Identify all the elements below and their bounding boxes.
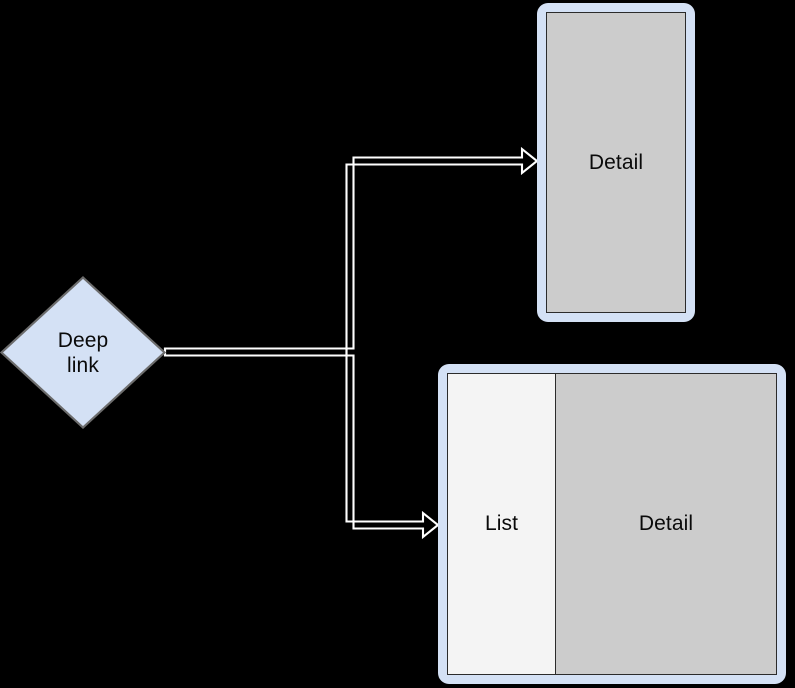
node-list-detail-screen[interactable]: List Detail xyxy=(438,364,786,684)
diamond-shape-icon xyxy=(0,276,166,429)
node-detail-screen[interactable]: Detail xyxy=(537,3,695,322)
node-deep-link-label-line2: link xyxy=(67,353,99,377)
node-deep-link[interactable]: Deep link xyxy=(0,276,166,429)
pane-list[interactable]: List xyxy=(447,373,555,675)
node-deep-link-label-line1: Deep xyxy=(57,328,109,352)
node-deep-link-label: Deep link xyxy=(0,276,166,429)
edge-deep-link-to-detail xyxy=(163,146,539,357)
pane-detail-split[interactable]: Detail xyxy=(555,373,777,675)
edge-deep-link-to-list-detail xyxy=(163,347,440,540)
pane-detail[interactable]: Detail xyxy=(546,12,686,313)
